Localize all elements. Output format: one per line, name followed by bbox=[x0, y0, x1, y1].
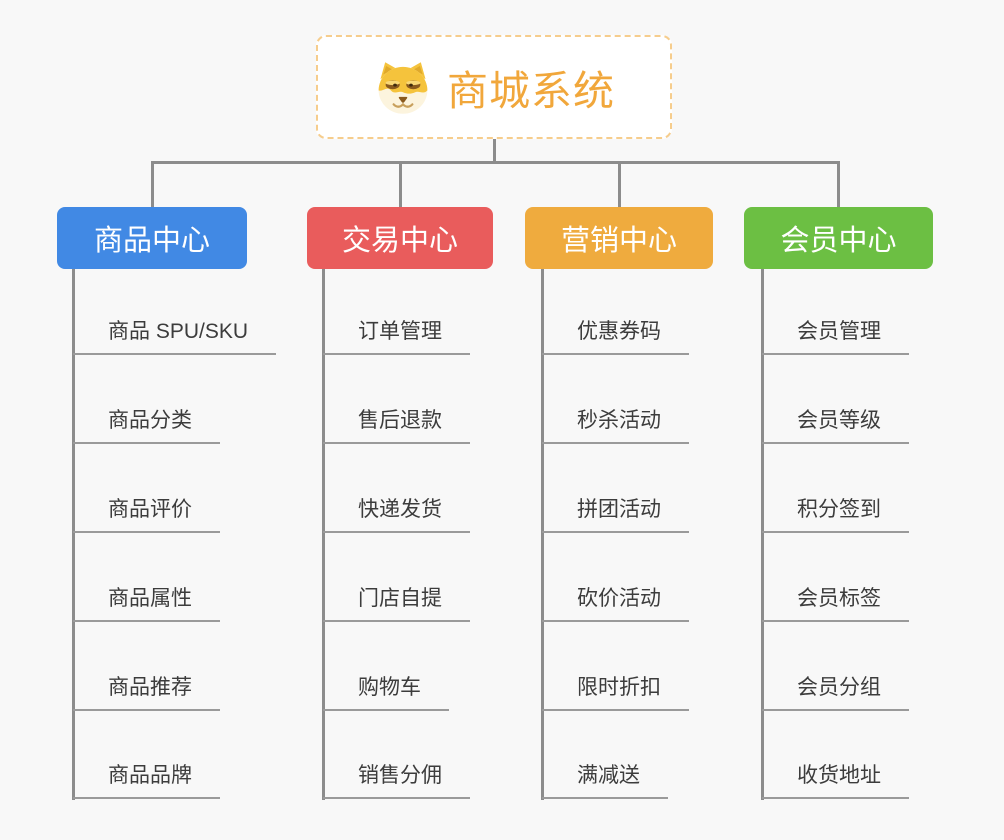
leaf-product-attribute[interactable]: 商品属性 bbox=[73, 584, 220, 622]
connector-root-drop bbox=[493, 139, 496, 163]
root-topic[interactable]: 商城系统 bbox=[316, 35, 672, 139]
leaf-product-brand[interactable]: 商品品牌 bbox=[73, 761, 220, 799]
branch-column-member: 会员管理 会员等级 积分签到 会员标签 会员分组 收货地址 bbox=[761, 0, 991, 840]
connector-drop-trade bbox=[399, 161, 402, 208]
leaf-product-category[interactable]: 商品分类 bbox=[73, 406, 220, 444]
connector-drop-product bbox=[151, 161, 154, 208]
branch-member-center[interactable]: 会员中心 bbox=[744, 207, 933, 269]
leaf-product-spu-sku[interactable]: 商品 SPU/SKU bbox=[73, 317, 277, 355]
leaf-sales-commission[interactable]: 销售分佣 bbox=[323, 761, 470, 799]
trunk-line-marketing bbox=[541, 269, 544, 800]
leaf-member-group[interactable]: 会员分组 bbox=[762, 673, 909, 711]
leaf-member-tag[interactable]: 会员标签 bbox=[762, 584, 909, 622]
trunk-line-trade bbox=[322, 269, 325, 800]
branch-marketing-center[interactable]: 营销中心 bbox=[525, 207, 713, 269]
connector-horizontal-bar bbox=[151, 161, 839, 164]
leaf-member-level[interactable]: 会员等级 bbox=[762, 406, 909, 444]
leaf-bargain-activity[interactable]: 砍价活动 bbox=[542, 584, 689, 622]
leaf-full-reduction[interactable]: 满减送 bbox=[542, 761, 668, 799]
connector-drop-member bbox=[837, 161, 840, 208]
leaf-product-review[interactable]: 商品评价 bbox=[73, 495, 220, 533]
leaf-points-checkin[interactable]: 积分签到 bbox=[762, 495, 909, 533]
trunk-line-product bbox=[72, 269, 75, 800]
leaf-coupon-code[interactable]: 优惠券码 bbox=[542, 317, 689, 355]
leaf-group-buy[interactable]: 拼团活动 bbox=[542, 495, 689, 533]
branch-column-trade: 订单管理 售后退款 快递发货 门店自提 购物车 销售分佣 bbox=[322, 0, 552, 840]
leaf-limited-time-discount[interactable]: 限时折扣 bbox=[542, 673, 689, 711]
branch-trade-center[interactable]: 交易中心 bbox=[307, 207, 493, 269]
leaf-flash-sale[interactable]: 秒杀活动 bbox=[542, 406, 689, 444]
dog-face-icon bbox=[373, 59, 433, 116]
leaf-aftersale-refund[interactable]: 售后退款 bbox=[323, 406, 470, 444]
branch-product-center[interactable]: 商品中心 bbox=[57, 207, 247, 269]
root-topic-title: 商城系统 bbox=[447, 68, 615, 114]
leaf-store-pickup[interactable]: 门店自提 bbox=[323, 584, 470, 622]
connector-drop-marketing bbox=[618, 161, 621, 208]
branch-column-product: 商品 SPU/SKU 商品分类 商品评价 商品属性 商品推荐 商品品牌 bbox=[72, 0, 302, 840]
leaf-shopping-cart[interactable]: 购物车 bbox=[323, 673, 449, 711]
branch-column-marketing: 优惠券码 秒杀活动 拼团活动 砍价活动 限时折扣 满减送 bbox=[541, 0, 771, 840]
leaf-product-recommend[interactable]: 商品推荐 bbox=[73, 673, 220, 711]
leaf-order-management[interactable]: 订单管理 bbox=[323, 317, 470, 355]
trunk-line-member bbox=[761, 269, 764, 800]
leaf-member-management[interactable]: 会员管理 bbox=[762, 317, 909, 355]
leaf-express-delivery[interactable]: 快递发货 bbox=[323, 495, 470, 533]
leaf-shipping-address[interactable]: 收货地址 bbox=[762, 761, 909, 799]
